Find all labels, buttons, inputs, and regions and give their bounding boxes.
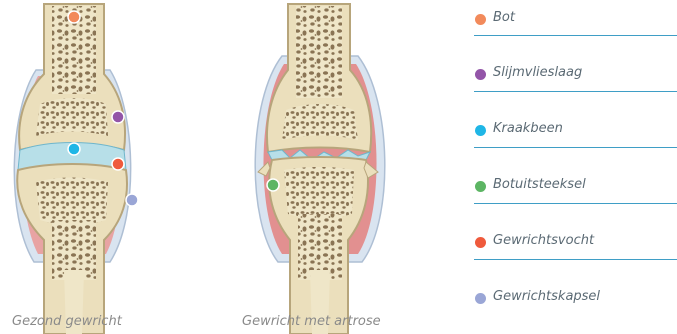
arthritic-joint — [255, 4, 385, 334]
synovium-marker — [112, 111, 124, 123]
cartilage-marker — [68, 143, 80, 155]
legend: Bot Slijmvlieslaag Kraakbeen Botuitsteek… — [474, 0, 677, 334]
divider — [474, 203, 677, 204]
divider — [474, 147, 677, 148]
legend-label: Gewrichtsvocht — [493, 233, 594, 248]
cartilage-dot-icon — [475, 125, 486, 136]
bone-dot-icon — [475, 14, 486, 25]
arthritis-joint-caption: Gewricht met artrose — [242, 314, 381, 329]
fluid-marker — [112, 158, 124, 170]
fluid-dot-icon — [475, 237, 486, 248]
lower-bone-end-spongy-arthritis — [284, 167, 354, 219]
legend-item-cartilage: Kraakbeen — [474, 119, 677, 143]
divider — [474, 259, 677, 260]
capsule-marker — [126, 194, 138, 206]
upper-bone-spongy-arthritis — [296, 6, 342, 98]
healthy-joint — [14, 4, 138, 334]
upper-bone-end-spongy-healthy — [36, 98, 108, 136]
lower-bone-end-spongy-healthy — [36, 178, 108, 225]
divider — [474, 35, 677, 36]
bone-marker — [68, 11, 80, 23]
legend-label: Gewrichtskapsel — [493, 289, 600, 304]
synovium-dot-icon — [475, 69, 486, 80]
legend-item-synovium: Slijmvlieslaag — [474, 63, 677, 87]
capsule-dot-icon — [475, 293, 486, 304]
divider — [474, 91, 677, 92]
legend-label: Kraakbeen — [493, 121, 563, 136]
upper-bone-end-spongy-arthritis — [282, 104, 358, 140]
legend-item-fluid: Gewrichtsvocht — [474, 231, 677, 255]
osteophyte-dot-icon — [475, 181, 486, 192]
legend-item-osteophyte: Botuitsteeksel — [474, 175, 677, 199]
legend-label: Bot — [493, 10, 515, 25]
legend-label: Slijmvlieslaag — [493, 65, 582, 80]
legend-item-capsule: Gewrichtskapsel — [474, 287, 677, 311]
healthy-joint-caption: Gezond gewricht — [12, 314, 122, 329]
legend-item-bone: Bot — [474, 8, 677, 32]
osteophyte-marker — [267, 179, 279, 191]
legend-label: Botuitsteeksel — [493, 177, 586, 192]
